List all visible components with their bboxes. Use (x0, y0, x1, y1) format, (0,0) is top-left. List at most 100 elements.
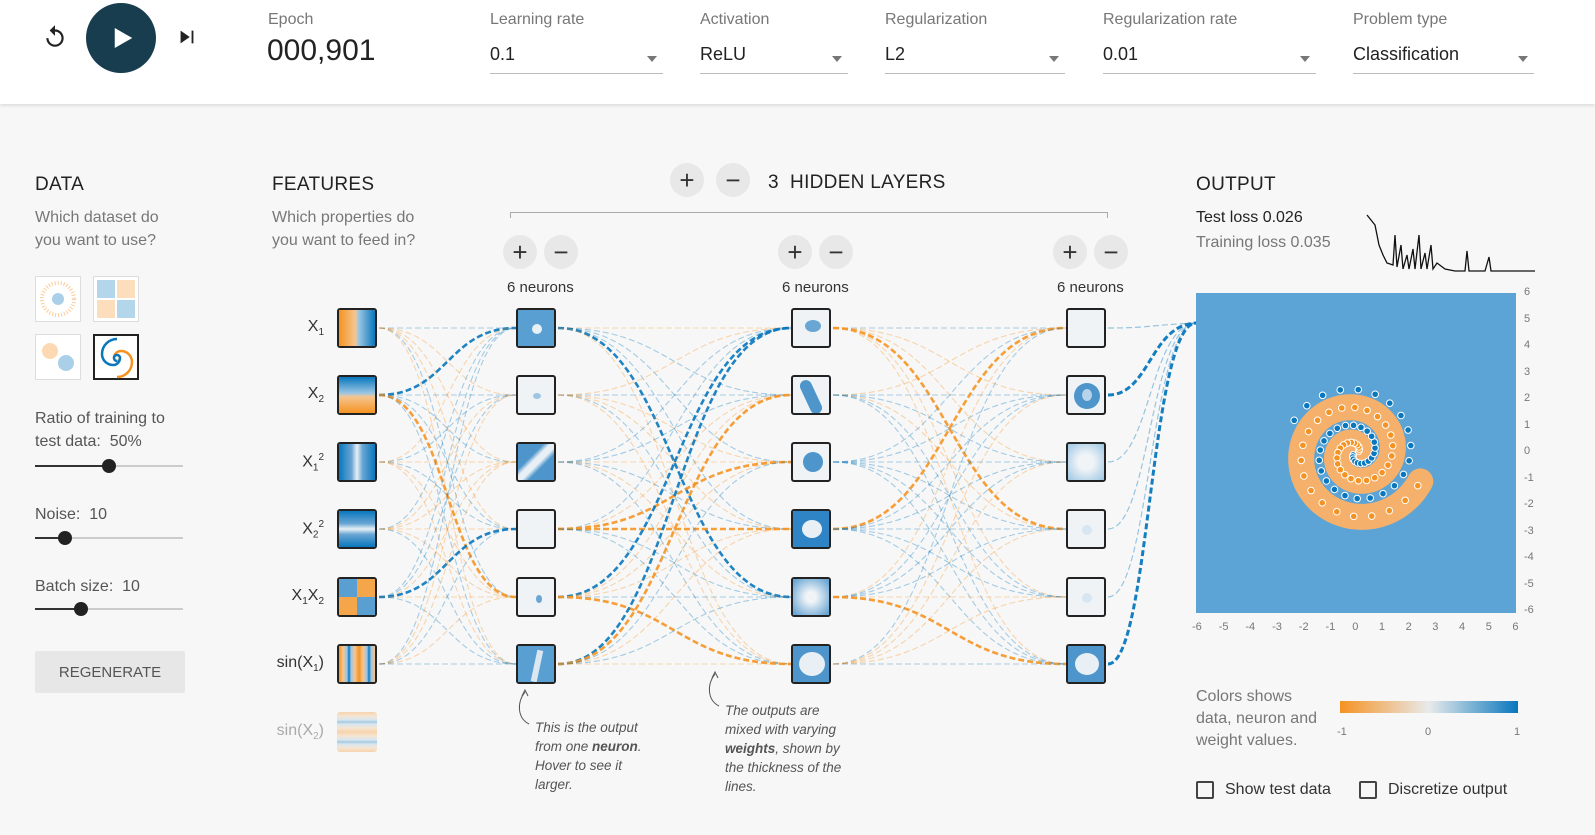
weight-link[interactable] (378, 461, 517, 665)
layer3-neuron[interactable] (1066, 442, 1106, 482)
output-link[interactable] (1107, 322, 1197, 463)
layer2-neuron[interactable] (791, 577, 831, 617)
layer3-neuron[interactable] (1066, 308, 1106, 348)
weight-link[interactable] (557, 394, 792, 463)
layer1-neuron[interactable] (516, 308, 556, 348)
weight-link[interactable] (378, 596, 517, 665)
layer1-remove-neuron-button[interactable]: − (544, 235, 578, 269)
feature-x2-squared[interactable] (337, 509, 377, 549)
layer3-neuron[interactable] (1066, 577, 1106, 617)
weight-link[interactable] (557, 528, 792, 665)
weight-link[interactable] (378, 394, 517, 463)
weight-link[interactable] (378, 327, 517, 530)
problem-type-select[interactable]: Classification (1353, 44, 1534, 74)
weight-link[interactable] (557, 327, 792, 396)
layer1-neuron[interactable] (516, 375, 556, 415)
layer1-neuron[interactable] (516, 442, 556, 482)
weight-link[interactable] (378, 394, 517, 530)
weight-link[interactable] (378, 461, 517, 598)
weight-link[interactable] (832, 394, 1067, 598)
weight-link[interactable] (557, 461, 792, 598)
weight-link[interactable] (557, 326, 792, 599)
layer1-neuron[interactable] (516, 577, 556, 617)
feature-sin-x2[interactable] (337, 712, 377, 752)
weight-link[interactable] (832, 394, 1067, 598)
weight-link[interactable] (378, 596, 517, 665)
ratio-slider-thumb[interactable] (102, 459, 116, 473)
weight-link[interactable] (378, 394, 517, 665)
weight-link[interactable] (832, 461, 1067, 530)
layer2-neuron[interactable] (791, 442, 831, 482)
weight-link[interactable] (557, 326, 792, 666)
weight-link[interactable] (832, 394, 1067, 665)
weight-link[interactable] (557, 394, 792, 463)
feature-x1x2[interactable] (337, 577, 377, 617)
weight-link[interactable] (378, 394, 517, 530)
layer1-neuron[interactable] (516, 644, 556, 684)
weight-link[interactable] (832, 461, 1067, 598)
noise-slider-thumb[interactable] (57, 531, 72, 545)
feature-sin-x1[interactable] (337, 644, 377, 684)
weight-link[interactable] (557, 596, 792, 665)
dataset-gaussian[interactable] (35, 334, 81, 380)
regularization-rate-select[interactable]: 0.01 (1103, 44, 1316, 74)
weight-link[interactable] (832, 327, 1067, 665)
feature-x1[interactable] (337, 308, 377, 348)
weight-link[interactable] (378, 327, 517, 665)
batch-slider-thumb[interactable] (73, 602, 88, 616)
layer3-neuron[interactable] (1066, 509, 1106, 549)
weight-link[interactable] (378, 393, 517, 599)
weight-link[interactable] (832, 461, 1067, 530)
weight-link[interactable] (832, 528, 1067, 665)
weight-link[interactable] (557, 327, 792, 530)
weight-link[interactable] (832, 327, 1067, 396)
regularization-select[interactable]: L2 (885, 44, 1065, 74)
layer2-neuron[interactable] (791, 375, 831, 415)
weight-link[interactable] (378, 461, 517, 530)
weight-link[interactable] (557, 327, 792, 396)
discretize-output-checkbox[interactable] (1359, 781, 1377, 799)
weight-link[interactable] (378, 327, 517, 530)
weight-link[interactable] (832, 394, 1067, 530)
noise-slider-track[interactable] (35, 537, 183, 539)
weight-link[interactable] (832, 327, 1067, 463)
weight-link[interactable] (832, 528, 1067, 665)
weight-link[interactable] (557, 326, 792, 599)
dataset-circle[interactable] (35, 276, 81, 322)
weight-link[interactable] (378, 527, 517, 599)
dataset-xor[interactable] (93, 276, 139, 322)
weight-link[interactable] (557, 394, 792, 530)
weight-link[interactable] (378, 327, 517, 396)
weight-link[interactable] (378, 461, 517, 598)
weight-link[interactable] (378, 327, 517, 463)
layer2-neuron[interactable] (791, 509, 831, 549)
batch-slider-track[interactable] (35, 608, 183, 610)
weight-link[interactable] (832, 596, 1067, 665)
step-button[interactable] (172, 22, 202, 52)
output-link[interactable] (1107, 321, 1197, 666)
weight-link[interactable] (832, 327, 1067, 665)
weight-link[interactable] (832, 528, 1067, 598)
weight-link[interactable] (832, 528, 1067, 598)
weight-link[interactable] (557, 394, 792, 530)
layer2-neuron[interactable] (791, 644, 831, 684)
weight-link[interactable] (378, 461, 517, 665)
play-button[interactable] (86, 3, 156, 73)
weight-link[interactable] (832, 595, 1067, 666)
output-link[interactable] (1107, 322, 1197, 329)
weight-link[interactable] (378, 394, 517, 665)
weight-link[interactable] (832, 327, 1067, 463)
regenerate-button[interactable]: REGENERATE (35, 651, 185, 693)
layer3-neuron[interactable] (1066, 644, 1106, 684)
weight-link[interactable] (557, 461, 792, 598)
output-link[interactable] (1107, 321, 1197, 397)
learning-rate-select[interactable]: 0.1 (490, 44, 663, 74)
weight-link[interactable] (832, 461, 1067, 665)
layer2-neuron[interactable] (791, 308, 831, 348)
weight-link[interactable] (832, 394, 1067, 530)
layer2-remove-neuron-button[interactable]: − (819, 235, 853, 269)
layer3-add-neuron-button[interactable]: + (1053, 235, 1087, 269)
layer3-remove-neuron-button[interactable]: − (1094, 235, 1128, 269)
weight-link[interactable] (557, 528, 792, 665)
weight-link[interactable] (557, 327, 792, 530)
